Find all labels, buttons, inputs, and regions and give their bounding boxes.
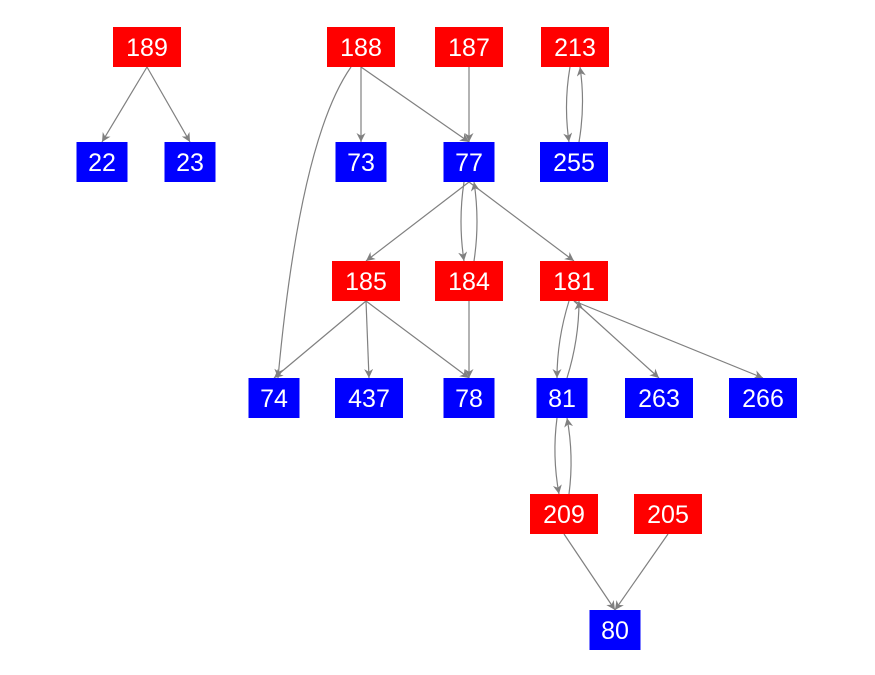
node-box xyxy=(76,142,128,182)
node-266[interactable]: 266 xyxy=(729,378,797,418)
node-label: 266 xyxy=(742,385,784,413)
node-label: 23 xyxy=(176,149,204,177)
node-box xyxy=(113,27,181,67)
node-box xyxy=(332,261,400,301)
node-label: 188 xyxy=(340,34,382,62)
node-box xyxy=(541,27,609,67)
node-23[interactable]: 23 xyxy=(164,142,216,182)
edge-189-to-23 xyxy=(146,66,191,143)
edge-185-to-437 xyxy=(364,300,374,379)
edge-185-to-78 xyxy=(365,300,470,379)
node-205[interactable]: 205 xyxy=(634,494,702,534)
node-78[interactable]: 78 xyxy=(443,378,495,418)
edge-209-to-81 xyxy=(564,417,574,495)
node-box xyxy=(540,142,608,182)
node-box xyxy=(435,261,503,301)
node-box xyxy=(443,142,495,182)
node-437[interactable]: 437 xyxy=(335,378,403,418)
edge-205-to-80 xyxy=(614,533,669,611)
node-label: 77 xyxy=(455,149,483,177)
edge-81-to-209 xyxy=(552,417,562,495)
node-label: 209 xyxy=(543,501,585,529)
edge-188-to-77 xyxy=(360,66,470,143)
edge-77-to-181 xyxy=(468,181,575,262)
node-22[interactable]: 22 xyxy=(76,142,128,182)
node-box xyxy=(435,27,503,67)
node-label: 185 xyxy=(345,268,387,296)
node-box xyxy=(164,142,216,182)
node-label: 181 xyxy=(553,268,595,296)
node-box xyxy=(634,494,702,534)
edge-189-to-22 xyxy=(101,66,148,143)
node-77[interactable]: 77 xyxy=(443,142,495,182)
edge-213-to-255 xyxy=(563,66,573,143)
node-label: 213 xyxy=(554,34,596,62)
edges-layer xyxy=(101,66,764,611)
edge-181-to-263 xyxy=(573,300,660,379)
node-box xyxy=(729,378,797,418)
node-label: 22 xyxy=(88,149,116,177)
node-label: 205 xyxy=(647,501,689,529)
edge-181-to-81 xyxy=(552,300,570,379)
node-box xyxy=(530,494,598,534)
edge-184-to-77 xyxy=(470,181,480,262)
node-189[interactable]: 189 xyxy=(113,27,181,67)
node-box xyxy=(248,378,300,418)
node-label: 78 xyxy=(455,385,483,413)
node-label: 189 xyxy=(126,34,168,62)
edge-181-to-266 xyxy=(573,300,764,379)
node-box xyxy=(536,378,588,418)
edge-81-to-181 xyxy=(566,300,584,379)
node-263[interactable]: 263 xyxy=(625,378,693,418)
node-188[interactable]: 188 xyxy=(327,27,395,67)
node-80[interactable]: 80 xyxy=(589,610,641,650)
node-label: 255 xyxy=(553,149,595,177)
node-box xyxy=(335,142,387,182)
node-label: 437 xyxy=(348,385,390,413)
node-213[interactable]: 213 xyxy=(541,27,609,67)
node-box xyxy=(335,378,403,418)
node-label: 74 xyxy=(260,385,288,413)
node-box xyxy=(327,27,395,67)
node-box xyxy=(625,378,693,418)
node-label: 187 xyxy=(448,34,490,62)
node-label: 184 xyxy=(448,268,490,296)
node-73[interactable]: 73 xyxy=(335,142,387,182)
node-box xyxy=(540,261,608,301)
node-184[interactable]: 184 xyxy=(435,261,503,301)
edge-77-to-185 xyxy=(365,181,470,262)
node-74[interactable]: 74 xyxy=(248,378,300,418)
node-181[interactable]: 181 xyxy=(540,261,608,301)
node-185[interactable]: 185 xyxy=(332,261,400,301)
nodes-layer: 189 188 187 213 22 23 73 77 255 185 184 181 74 437 78 8… xyxy=(76,27,797,650)
node-255[interactable]: 255 xyxy=(540,142,608,182)
node-81[interactable]: 81 xyxy=(536,378,588,418)
node-label: 73 xyxy=(347,149,375,177)
edge-255-to-213 xyxy=(576,66,586,143)
edge-77-to-184 xyxy=(458,181,468,262)
edge-209-to-80 xyxy=(563,533,616,611)
node-label: 80 xyxy=(601,617,629,645)
node-label: 263 xyxy=(638,385,680,413)
node-209[interactable]: 209 xyxy=(530,494,598,534)
node-box xyxy=(443,378,495,418)
edge-188-to-74 xyxy=(274,66,352,379)
node-label: 81 xyxy=(548,385,576,413)
node-187[interactable]: 187 xyxy=(435,27,503,67)
node-box xyxy=(589,610,641,650)
edge-185-to-74 xyxy=(273,300,367,379)
